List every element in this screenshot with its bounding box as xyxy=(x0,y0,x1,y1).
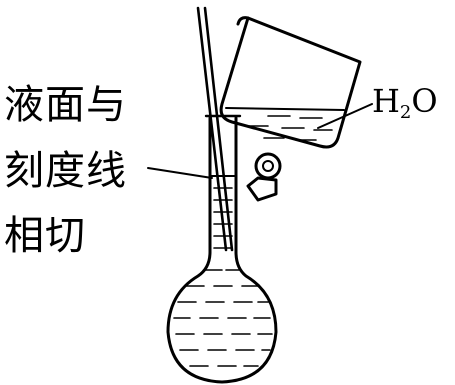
bulb-liquid xyxy=(173,269,273,367)
volumetric-flask xyxy=(166,114,278,384)
label-pointer-line xyxy=(147,167,213,179)
beaker-water xyxy=(225,107,345,141)
water-formula-subscript: 2 xyxy=(399,102,412,123)
stopper xyxy=(246,152,282,202)
water-pointer-line xyxy=(317,103,373,129)
neck-liquid xyxy=(213,187,233,249)
beaker xyxy=(219,16,362,149)
annotation-line-1: 液面与 xyxy=(4,82,127,128)
water-formula-label: H2O xyxy=(372,82,438,123)
glass-rod xyxy=(196,6,234,252)
water-formula-h: H xyxy=(372,82,400,120)
annotation-line-2: 刻度线 xyxy=(4,148,127,194)
water-formula-o: O xyxy=(411,82,438,120)
annotation-line-3: 相切 xyxy=(4,213,86,259)
